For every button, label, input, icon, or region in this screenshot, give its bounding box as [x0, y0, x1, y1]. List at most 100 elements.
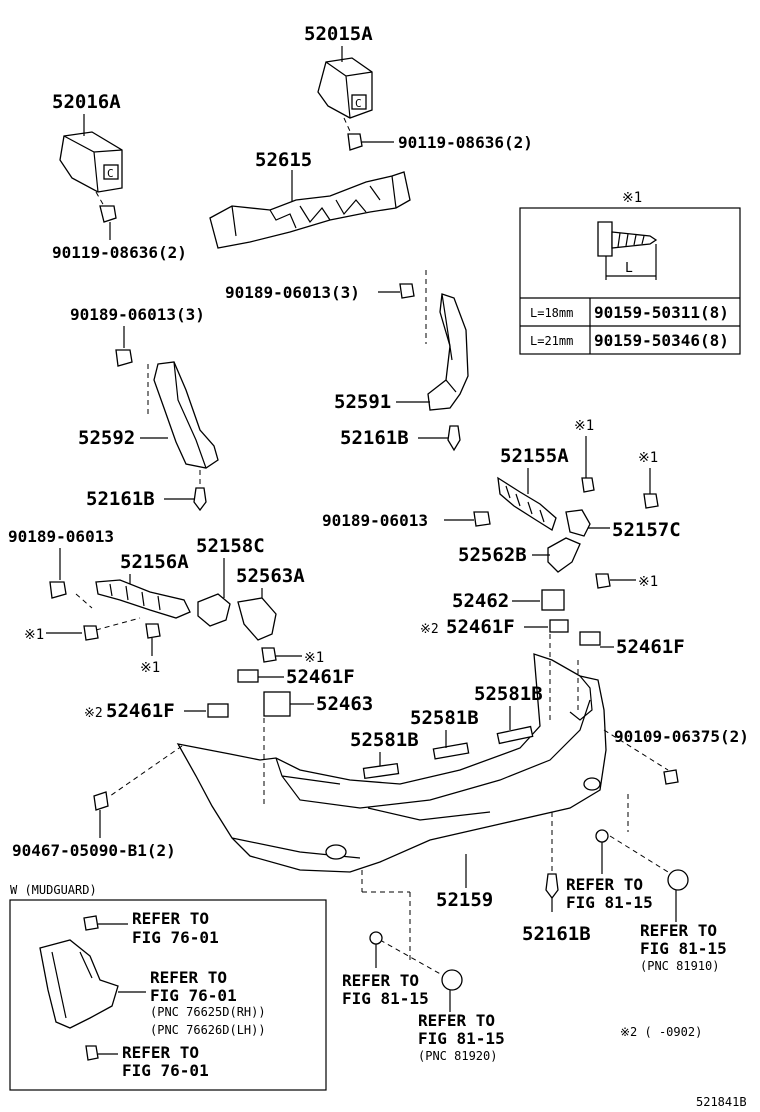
mark-1-a: ※1	[574, 418, 594, 434]
mark-1-f: ※1	[304, 650, 324, 666]
label-clip-single-a: 90189-06013	[322, 511, 428, 530]
clip-mid-left	[115, 349, 133, 367]
table-mark: ※1	[622, 190, 642, 206]
dim-label: L	[625, 261, 633, 276]
mark-1-c: ※1	[638, 574, 658, 590]
bracket-52592	[153, 361, 219, 469]
note-2: ※2 ( -0902)	[620, 1025, 702, 1039]
pnc-81910: (PNC 81910)	[640, 959, 719, 973]
label-bolt-90119-left: 90119-08636(2)	[52, 243, 187, 262]
mark-1-e: ※1	[140, 660, 160, 676]
label-52581b-b: 52581B	[410, 707, 479, 729]
pin-52161b-b	[193, 487, 207, 512]
label-52161b-a: 52161B	[340, 427, 409, 449]
mudguard-refer3b: FIG 76-01	[122, 1061, 209, 1080]
label-52156a: 52156A	[120, 551, 189, 573]
spacer-52563a	[237, 597, 277, 641]
pad-52462	[541, 589, 565, 611]
mudguard-refer2b: FIG 76-01	[150, 986, 237, 1005]
label-clip-mid-right: 90189-06013(3)	[225, 283, 360, 302]
svg-text:C: C	[107, 167, 114, 180]
mudguard-refer2a: REFER TO	[150, 968, 227, 987]
label-52461f-c: 52461F	[286, 666, 355, 688]
reflector-52581b-b	[432, 742, 470, 760]
refer-mid-2: FIG 81-15	[342, 989, 429, 1008]
table-row2-part: 90159-50346(8)	[594, 331, 729, 350]
screw-mark1-b	[643, 493, 659, 509]
label-52463: 52463	[316, 693, 373, 715]
clip-refer-right-bottom	[667, 869, 689, 891]
pad-52463	[263, 691, 291, 717]
screw-mark1-d	[83, 625, 99, 641]
reflector-52581b-c	[496, 725, 534, 745]
table-row2-length: L=21mm	[530, 334, 573, 348]
label-52615: 52615	[255, 149, 312, 171]
refer-center-1: REFER TO	[418, 1011, 495, 1030]
screw-icon	[597, 221, 658, 257]
bracket-52591	[427, 293, 469, 411]
label-52161b-b: 52161B	[86, 488, 155, 510]
absorber-52615	[209, 171, 411, 249]
seal-52461f-a	[549, 619, 569, 633]
bumper-cover-52159	[176, 653, 607, 873]
mudguard-pnc-lh: (PNC 76626D(LH))	[150, 1023, 266, 1037]
refer-center-2: FIG 81-15	[418, 1029, 505, 1048]
seal-52461f-d	[207, 703, 229, 718]
mudguard-clip-top	[83, 915, 99, 931]
mudguard-refer3a: REFER TO	[122, 1043, 199, 1062]
retainer-52157c	[565, 509, 591, 537]
label-52581b-a: 52581B	[474, 683, 543, 705]
pin-52161b-a	[447, 425, 461, 452]
label-52563a: 52563A	[236, 565, 305, 587]
clip-mid-right	[399, 283, 415, 299]
refer-right-bot-1: REFER TO	[640, 921, 717, 940]
label-52016a: 52016A	[52, 91, 121, 113]
pnc-81920: (PNC 81920)	[418, 1049, 497, 1063]
screw-mark1-e	[145, 623, 161, 639]
mudguard-part	[39, 939, 119, 1029]
clip-refer-center	[441, 969, 463, 991]
label-52158c: 52158C	[196, 535, 265, 557]
bracket-52016a: C	[59, 131, 123, 193]
label-52015a: 52015A	[304, 23, 373, 45]
mudguard-screw-bottom	[85, 1045, 99, 1061]
mark-2-b: ※2	[84, 706, 103, 721]
retainer-52155a	[497, 476, 557, 531]
screw-mark1-a	[581, 477, 595, 493]
label-clip-single-b: 90189-06013	[8, 527, 114, 546]
clip-single-a	[473, 511, 491, 527]
reflector-52581b-a	[362, 762, 400, 780]
label-52562b: 52562B	[458, 544, 527, 566]
table-row1-part: 90159-50311(8)	[594, 303, 729, 322]
clip-refer-mid	[369, 931, 383, 945]
mudguard-refer1b: FIG 76-01	[132, 928, 219, 947]
label-90467: 90467-05090-B1(2)	[12, 841, 176, 860]
label-52591: 52591	[334, 391, 391, 413]
seal-52461f-c	[237, 669, 259, 683]
label-bolt-90119-top: 90119-08636(2)	[398, 133, 533, 152]
refer-right-top-2: FIG 81-15	[566, 893, 653, 912]
refer-right-bot-2: FIG 81-15	[640, 939, 727, 958]
label-52161b-c: 52161B	[522, 923, 591, 945]
spacer-52562b	[547, 537, 581, 573]
label-52159: 52159	[436, 889, 493, 911]
mudguard-refer1a: REFER TO	[132, 909, 209, 928]
label-52581b-c: 52581B	[350, 729, 419, 751]
label-52155a: 52155A	[500, 445, 569, 467]
retainer-52158c	[197, 593, 231, 627]
clip-single-b	[49, 581, 67, 599]
retainer-52156a	[95, 579, 191, 619]
mark-1-b: ※1	[638, 450, 658, 466]
label-52462: 52462	[452, 590, 509, 612]
clip-90467	[93, 791, 109, 811]
clip-refer-right-top	[595, 829, 609, 843]
pin-52161b-c	[545, 873, 559, 900]
screw-90109	[663, 769, 679, 785]
mudguard-pnc-rh: (PNC 76625D(RH))	[150, 1005, 266, 1019]
refer-right-top-1: REFER TO	[566, 875, 643, 894]
table-row1-length: L=18mm	[530, 306, 573, 320]
label-52157c: 52157C	[612, 519, 681, 541]
bolt-spec-table: L	[519, 207, 741, 355]
